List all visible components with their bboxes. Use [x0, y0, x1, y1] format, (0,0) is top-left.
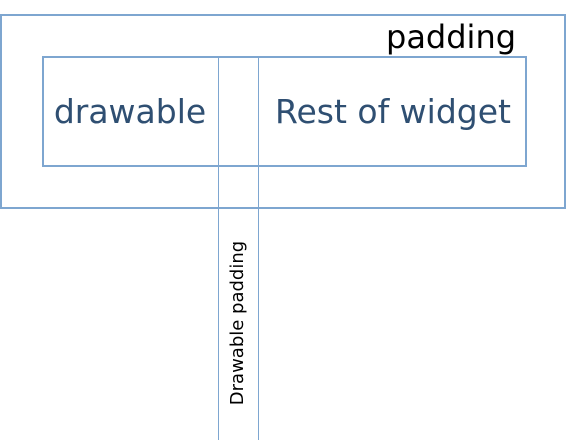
drawable-padding-left-guide	[218, 56, 219, 440]
inner-content-box	[42, 56, 527, 167]
drawable-label: drawable	[53, 92, 207, 131]
drawable-padding-label: Drawable padding	[227, 240, 248, 406]
drawable-padding-right-guide	[258, 56, 259, 440]
outer-padding-box	[0, 14, 566, 209]
padding-label: padding	[386, 18, 517, 56]
rest-of-widget-label: Rest of widget	[275, 92, 511, 131]
